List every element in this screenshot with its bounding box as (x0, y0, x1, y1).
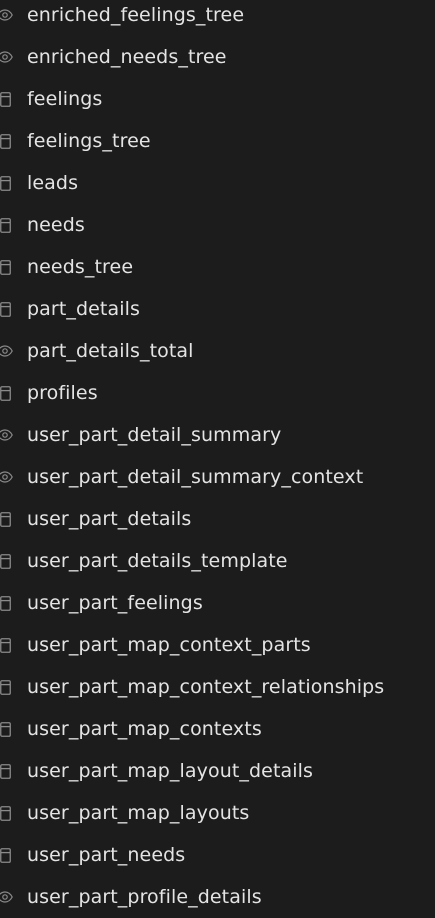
eye-icon (0, 49, 13, 65)
list-item-label: user_part_profile_details (27, 886, 262, 908)
list-item-user-part-map-layouts[interactable]: user_part_map_layouts (0, 792, 435, 834)
list-item-feelings-tree[interactable]: feelings_tree (0, 120, 435, 162)
list-item-user-part-details[interactable]: user_part_details (0, 498, 435, 540)
list-item-enriched-feelings-tree[interactable]: enriched_feelings_tree (0, 0, 435, 36)
eye-icon (0, 343, 13, 359)
list-item-label: user_part_feelings (27, 592, 203, 614)
table-icon (0, 301, 13, 317)
table-icon (0, 637, 13, 653)
table-icon (0, 805, 13, 821)
list-item-label: user_part_detail_summary_context (27, 466, 364, 488)
list-item-label: enriched_feelings_tree (27, 4, 245, 26)
eye-icon (0, 889, 13, 905)
list-item-leads[interactable]: leads (0, 162, 435, 204)
list-item-label: user_part_detail_summary (27, 424, 282, 446)
list-item-part-details-total[interactable]: part_details_total (0, 330, 435, 372)
table-icon (0, 385, 13, 401)
list-item-label: part_details (27, 298, 140, 320)
list-item-part-details[interactable]: part_details (0, 288, 435, 330)
table-icon (0, 679, 13, 695)
list-item-user-part-map-context-relationships[interactable]: user_part_map_context_relationships (0, 666, 435, 708)
list-item-needs-tree[interactable]: needs_tree (0, 246, 435, 288)
list-item-needs[interactable]: needs (0, 204, 435, 246)
list-item-label: user_part_map_contexts (27, 718, 262, 740)
list-item-user-part-details-template[interactable]: user_part_details_template (0, 540, 435, 582)
list-item-label: user_part_details (27, 508, 192, 530)
list-item-label: user_part_needs (27, 844, 186, 866)
table-icon (0, 259, 13, 275)
list-item-label: user_part_map_layout_details (27, 760, 313, 782)
table-icon (0, 91, 13, 107)
list-item-label: enriched_needs_tree (27, 46, 227, 68)
list-item-user-part-map-layout-details[interactable]: user_part_map_layout_details (0, 750, 435, 792)
list-item-profiles[interactable]: profiles (0, 372, 435, 414)
list-item-label: user_part_map_context_relationships (27, 676, 385, 698)
list-item-user-part-detail-summary[interactable]: user_part_detail_summary (0, 414, 435, 456)
list-item-label: user_part_details_template (27, 550, 288, 572)
eye-icon (0, 7, 13, 23)
list-item-user-part-profile-details[interactable]: user_part_profile_details (0, 876, 435, 918)
list-item-user-part-feelings[interactable]: user_part_feelings (0, 582, 435, 624)
list-item-user-part-needs[interactable]: user_part_needs (0, 834, 435, 876)
list-item-label: user_part_map_context_parts (27, 634, 311, 656)
table-icon (0, 511, 13, 527)
list-item-label: feelings (27, 88, 103, 110)
eye-icon (0, 427, 13, 443)
list-item-label: part_details_total (27, 340, 194, 362)
table-icon (0, 721, 13, 737)
list-item-label: user_part_map_layouts (27, 802, 250, 824)
table-icon (0, 553, 13, 569)
table-icon (0, 763, 13, 779)
list-item-label: feelings_tree (27, 130, 151, 152)
table-icon (0, 217, 13, 233)
list-item-feelings[interactable]: feelings (0, 78, 435, 120)
list-item-label: needs_tree (27, 256, 134, 278)
list-item-user-part-map-contexts[interactable]: user_part_map_contexts (0, 708, 435, 750)
table-icon (0, 133, 13, 149)
table-icon (0, 595, 13, 611)
list-item-user-part-detail-summary-context[interactable]: user_part_detail_summary_context (0, 456, 435, 498)
table-icon (0, 175, 13, 191)
list-item-user-part-map-context-parts[interactable]: user_part_map_context_parts (0, 624, 435, 666)
list-item-label: profiles (27, 382, 98, 404)
list-item-label: needs (27, 214, 85, 236)
table-icon (0, 847, 13, 863)
eye-icon (0, 469, 13, 485)
list-item-label: leads (27, 172, 79, 194)
list-item-enriched-needs-tree[interactable]: enriched_needs_tree (0, 36, 435, 78)
